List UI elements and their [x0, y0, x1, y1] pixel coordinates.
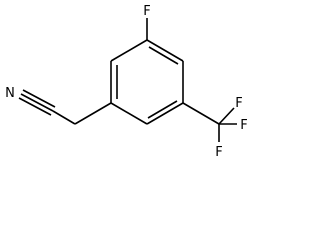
ring-bond-4: [110, 102, 148, 125]
nitrile-n-label: N: [5, 86, 15, 101]
triple-bond-line-1: [20, 93, 54, 112]
ring-ch2-bond: [74, 102, 112, 125]
benzene-ring: [110, 39, 184, 125]
ring-bond-1: [146, 39, 184, 62]
cf3-f-top-label: F: [235, 96, 242, 111]
ring-double-bond-inner-2: [147, 100, 178, 119]
cf3-f-bottom-label: F: [215, 145, 222, 160]
ring-double-bond-inner-1: [148, 46, 179, 65]
ring-bond-6: [110, 39, 148, 62]
cf3-f-right-label: F: [240, 118, 247, 133]
ring-cf3-bond: [182, 102, 220, 125]
nitrile-triple-bond: [18, 89, 56, 116]
fluoro-label: F: [143, 4, 150, 19]
cf3-f-top-bond: [218, 107, 235, 125]
ring-bond-3: [146, 102, 184, 125]
ch2-cn-bond: [52, 110, 76, 125]
triple-bond-line-3: [18, 97, 52, 116]
triple-bond-line-2: [22, 89, 56, 108]
chemical-structure: F F F F N: [5, 4, 248, 160]
